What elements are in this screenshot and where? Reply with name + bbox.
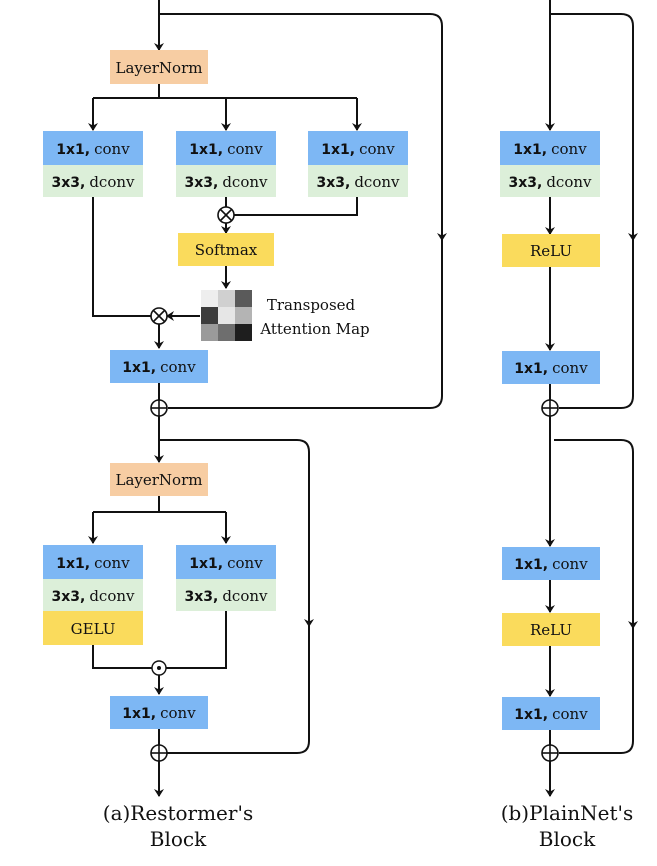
svg-text:3x3,dconv: 3x3,dconv [508,173,592,191]
attention-multiply-icon [150,307,168,325]
attention-map-cell [235,324,252,341]
svg-text:3x3,dconv: 3x3,dconv [184,173,268,191]
plainnet-residual-add-icon [541,399,559,417]
attention-map-cell [218,324,235,341]
svg-text:3x3,dconv: 3x3,dconv [51,587,135,605]
svg-text:LayerNorm: LayerNorm [116,471,203,489]
svg-text:3x3,dconv: 3x3,dconv [51,173,135,191]
attention-map-cell [235,307,252,324]
layernorm-box-2: LayerNorm [110,463,208,496]
svg-text:LayerNorm: LayerNorm [116,59,203,77]
attention-map-label-line2: Attention Map [259,320,369,338]
attention-map-cell [218,307,235,324]
residual-add-icon-2 [150,744,168,762]
attention-map-cell [201,307,218,324]
qkv-branch-left: 1x1,conv 3x3,dconv [43,131,143,197]
svg-text:1x1,conv: 1x1,conv [189,140,263,158]
attention-map-grid [201,290,252,341]
svg-text:1x1,conv: 1x1,conv [122,704,196,722]
svg-text:ReLU: ReLU [530,621,572,639]
svg-text:1x1,conv: 1x1,conv [122,358,196,376]
svg-text:1x1,conv: 1x1,conv [189,554,263,572]
plainnet-conv-1: 1x1,conv [502,351,600,384]
qkv-branch-right: 1x1,conv 3x3,dconv [308,131,408,197]
plainnet-caption-line1: (b)PlainNet's [501,801,634,825]
svg-text:3x3,dconv: 3x3,dconv [316,173,400,191]
restormer-wires [88,0,447,797]
plainnet-conv-2: 1x1,conv [502,547,600,580]
plainnet-residual-add-icon-2 [541,744,559,762]
layernorm-box: LayerNorm [110,50,208,84]
svg-text:1x1,conv: 1x1,conv [514,359,588,377]
svg-text:1x1,conv: 1x1,conv [514,555,588,573]
svg-text:Softmax: Softmax [195,241,258,259]
attention-output-conv: 1x1,conv [110,350,208,383]
attention-map-cell [201,324,218,341]
plainnet-wires [545,0,638,797]
softmax-box: Softmax [178,233,274,266]
attention-map-cell [201,290,218,307]
elementwise-multiply-icon [151,660,167,676]
plainnet-relu-box-2: ReLU [502,613,600,646]
plainnet-block: 1x1,conv 3x3,dconv ReLU 1x1,conv 1x1,con… [500,0,638,851]
attention-map-cell [235,290,252,307]
svg-text:GELU: GELU [71,620,116,638]
attention-map-label-line1: Transposed [267,296,356,314]
restormer-caption-line1: (a)Restormer's [103,801,253,825]
svg-text:ReLU: ReLU [530,242,572,260]
matmul-operator-icon [217,206,235,224]
svg-text:1x1,conv: 1x1,conv [321,140,395,158]
qkv-branch-middle: 1x1,conv 3x3,dconv [176,131,276,197]
plainnet-relu-box: ReLU [502,234,600,267]
restormer-caption-line2: Block [150,827,207,851]
svg-text:1x1,conv: 1x1,conv [514,705,588,723]
restormer-block: LayerNorm 1x1,conv 3x3,dconv 1x1,conv 3x… [43,0,447,851]
plainnet-caption-line2: Block [539,827,596,851]
attention-map-cell [218,290,235,307]
svg-text:1x1,conv: 1x1,conv [513,140,587,158]
svg-text:1x1,conv: 1x1,conv [56,554,130,572]
plainnet-conv-3: 1x1,conv [502,697,600,730]
plainnet-conv-stack: 1x1,conv 3x3,dconv [500,131,600,197]
svg-text:3x3,dconv: 3x3,dconv [184,587,268,605]
ffn-branch-left: 1x1,conv 3x3,dconv GELU [43,545,143,645]
svg-text:1x1,conv: 1x1,conv [56,140,130,158]
ffn-branch-right: 1x1,conv 3x3,dconv [176,545,276,611]
ffn-output-conv: 1x1,conv [110,696,208,729]
residual-add-icon [150,399,168,417]
